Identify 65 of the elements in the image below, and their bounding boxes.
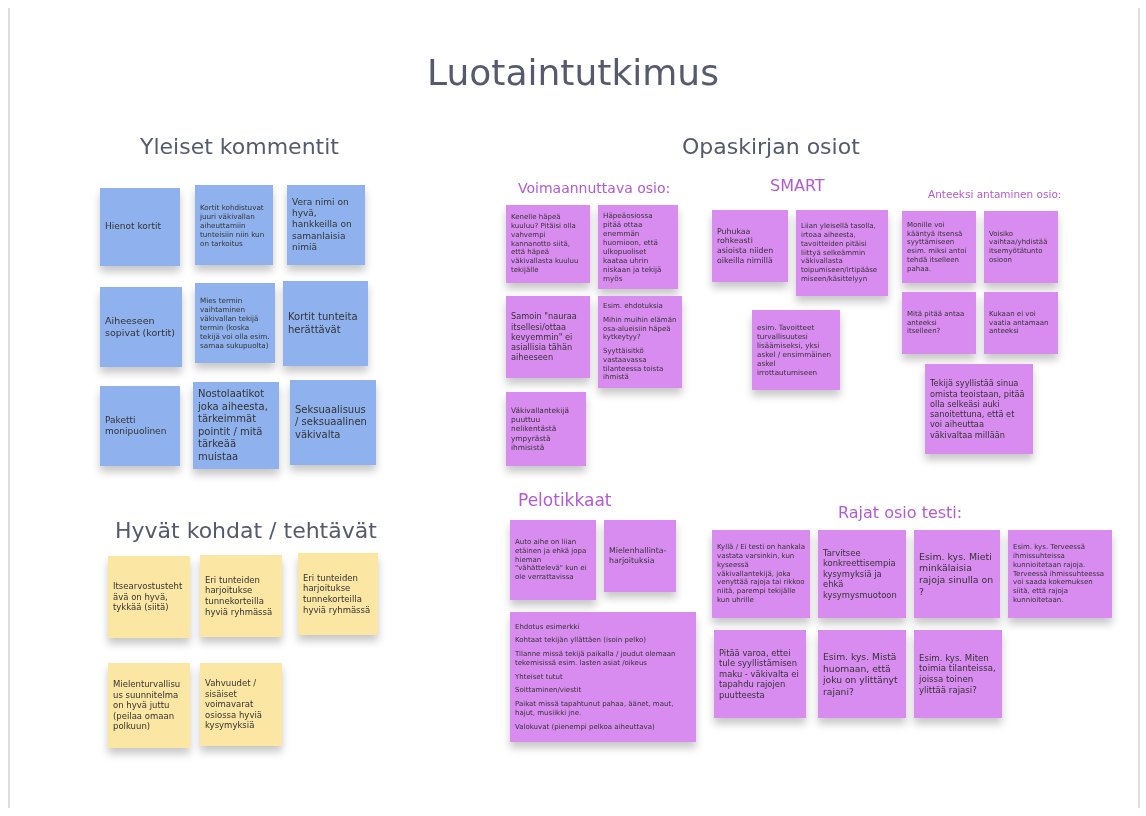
note-text: Nostolaatikot joka aiheesta, tärkeimmät pointit / mitä tärkeää muistaa xyxy=(198,388,269,463)
sticky-note xyxy=(818,630,906,718)
sticky-note xyxy=(100,386,180,466)
sticky-note xyxy=(598,296,682,388)
sticky-note xyxy=(195,283,275,363)
note-text: Mielenturvallisuus suunnitelma on hyvä juttu (peilaa omaan polkuun) xyxy=(113,678,182,733)
note-text: Pitää varoa, ettei tule syyllistämisen maku - väkivalta ei tapahdu rajojen puutteesta xyxy=(719,647,800,701)
section-heading: Pelotikkaat xyxy=(518,490,612,510)
note-text: Hienot kortit xyxy=(105,221,163,233)
sticky-note xyxy=(712,210,788,282)
sticky-note xyxy=(108,556,190,638)
note-text: Kortit tunteita herättävät xyxy=(288,311,359,336)
sticky-note xyxy=(506,205,590,283)
sticky-note xyxy=(298,553,378,635)
sticky-note xyxy=(287,185,365,265)
sticky-note xyxy=(902,292,976,354)
sticky-note xyxy=(510,520,596,600)
sticky-note xyxy=(914,630,1002,718)
sticky-note xyxy=(712,530,810,618)
note-text: Samoin "nauraa itsellesi/ottaa kevyemmin" ei asiallisia tähän aiheeseen xyxy=(511,311,578,363)
section-heading: Voimaannuttava osio: xyxy=(518,180,671,196)
sticky-note xyxy=(914,530,1000,618)
sticky-note xyxy=(604,520,676,592)
note-text: Vera nimi on hyvä, hankkeilla on samanlaisia nimiä xyxy=(292,196,353,254)
sticky-note xyxy=(1008,530,1112,618)
sticky-note xyxy=(752,310,840,390)
sticky-note xyxy=(506,296,590,378)
sticky-note xyxy=(506,392,586,466)
note-text: Vahvuudet / sisäiset voimavarat osiossa hyviä kysymyksiä xyxy=(205,677,263,732)
sticky-note xyxy=(200,555,282,637)
note-text: Aiheeseen sopivat (kortit) xyxy=(105,315,176,339)
sticky-note xyxy=(290,380,376,465)
note-text: Esim. kys. Mistä huomaan, että joku on ylittänyt rajani? xyxy=(823,651,899,697)
note-text: Eri tunteiden harjoitukse tunnekorteilla hyviä ryhmässä xyxy=(205,574,274,618)
section-heading: SMART xyxy=(770,176,825,195)
note-text: Seksuaalisuus / seksuaalinen väkivalta xyxy=(295,403,368,442)
section-heading: Hyvät kohdat / tehtävät xyxy=(115,518,377,543)
section-heading: Anteeksi antaminen osio: xyxy=(928,188,1062,200)
sticky-note xyxy=(925,364,1033,454)
sticky-note xyxy=(100,188,180,266)
note-text: Paketti monipuolinen xyxy=(105,414,168,438)
sticky-note xyxy=(818,530,906,618)
note-text: Tekijä syyllistää sinua omista teoistaan, pitää olla selkeäsi auki sanoitettuna, että et voi aiheuttaa väkivaltaa millään xyxy=(930,378,1026,440)
sticky-note xyxy=(598,205,678,289)
sticky-note xyxy=(510,612,696,742)
note-text: Tarvitsee konkreettisempia kysymyksiä ja ehkä kysymysmuotoon xyxy=(823,547,898,601)
note-text: Esim. kys. Mieti minkälaisia rajoja sinulla on ? xyxy=(919,550,995,598)
sticky-note xyxy=(714,630,806,718)
note-text: Eri tunteiden harjoitukse tunnekorteilla hyviä ryhmässä xyxy=(303,572,372,616)
sticky-note xyxy=(984,211,1058,283)
sticky-note xyxy=(200,663,282,746)
section-heading: Yleiset kommentit xyxy=(140,134,339,159)
section-heading: Opaskirjan osiot xyxy=(682,134,860,159)
sticky-note xyxy=(902,211,976,283)
sticky-note xyxy=(796,210,888,296)
note-text: Itsearvostustehtävä on hyvä, tykkää (siitä) xyxy=(113,581,184,613)
sticky-note xyxy=(108,663,190,748)
board-title: Luotaintutkimus xyxy=(426,52,720,93)
sticky-note xyxy=(193,382,279,469)
sticky-note xyxy=(984,292,1058,354)
sticky-note xyxy=(195,185,273,265)
sticky-note xyxy=(283,281,368,366)
section-heading: Rajat osio testi: xyxy=(838,503,963,522)
sticky-note xyxy=(100,287,182,367)
note-text: Esim. kys. Miten toimia tilanteissa, joissa toinen ylittää rajasi? xyxy=(919,652,997,696)
